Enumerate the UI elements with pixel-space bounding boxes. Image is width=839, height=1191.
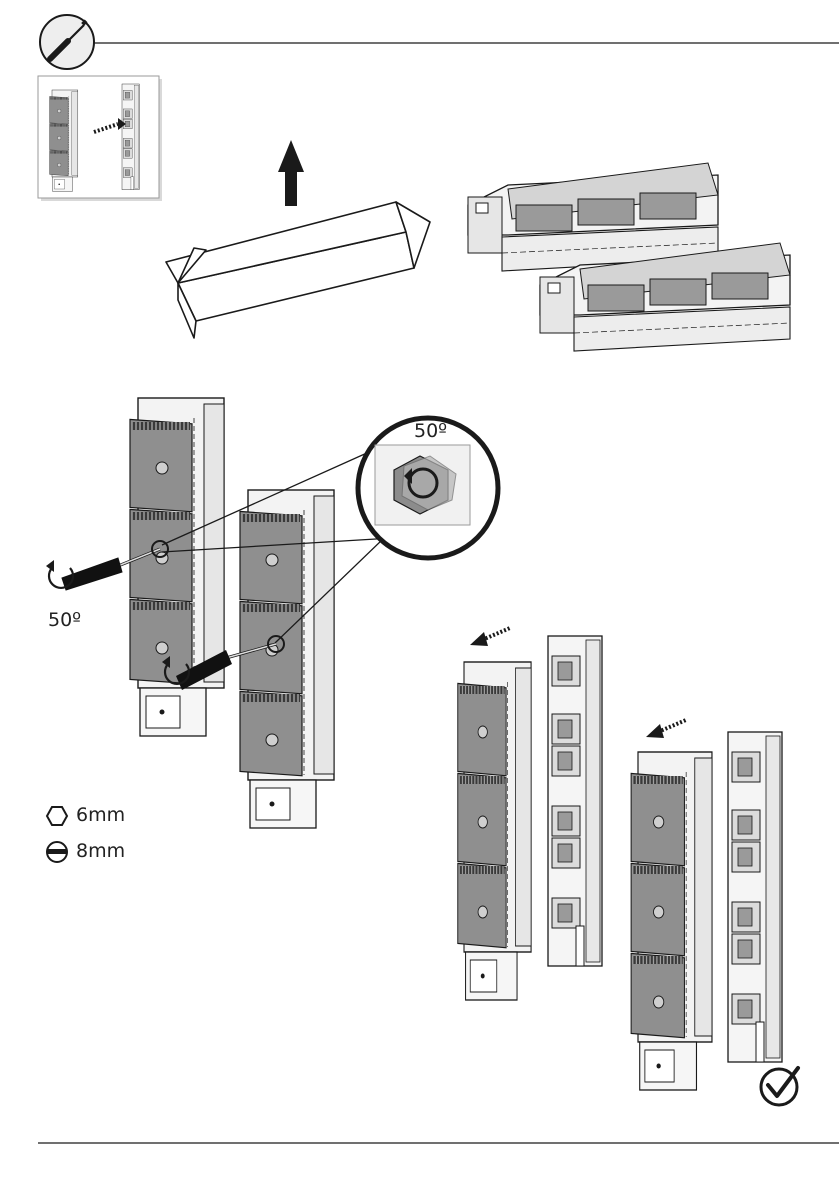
slotted-screwdriver-icon <box>47 842 67 862</box>
remove-cover-arrow-left <box>470 628 510 646</box>
unpack-up-arrow <box>278 140 304 206</box>
open-box <box>166 202 430 338</box>
rotation-handle-label: 50º <box>48 609 81 631</box>
screwdriver-icon <box>40 15 94 69</box>
checkmark-icon <box>761 1068 798 1105</box>
fuse-strip-closed <box>631 752 712 1090</box>
fuse-strip-left <box>130 398 224 736</box>
fuse-strip-base-open <box>548 636 602 966</box>
rotation-zoom-label: 50º <box>414 420 447 442</box>
hex-key-icon <box>47 807 67 825</box>
slot-size-label: 8mm <box>76 840 125 862</box>
fuse-strip-right <box>240 490 334 828</box>
remove-cover-arrow-right <box>646 720 686 738</box>
hex-size-label: 6mm <box>76 804 125 826</box>
fuse-strip-assembly-thumbnail <box>38 76 162 201</box>
horizontal-fuse-device-1 <box>468 163 718 271</box>
fuse-strip-covers-removed <box>458 662 531 1000</box>
fuse-strip-base-closed <box>728 732 782 1062</box>
